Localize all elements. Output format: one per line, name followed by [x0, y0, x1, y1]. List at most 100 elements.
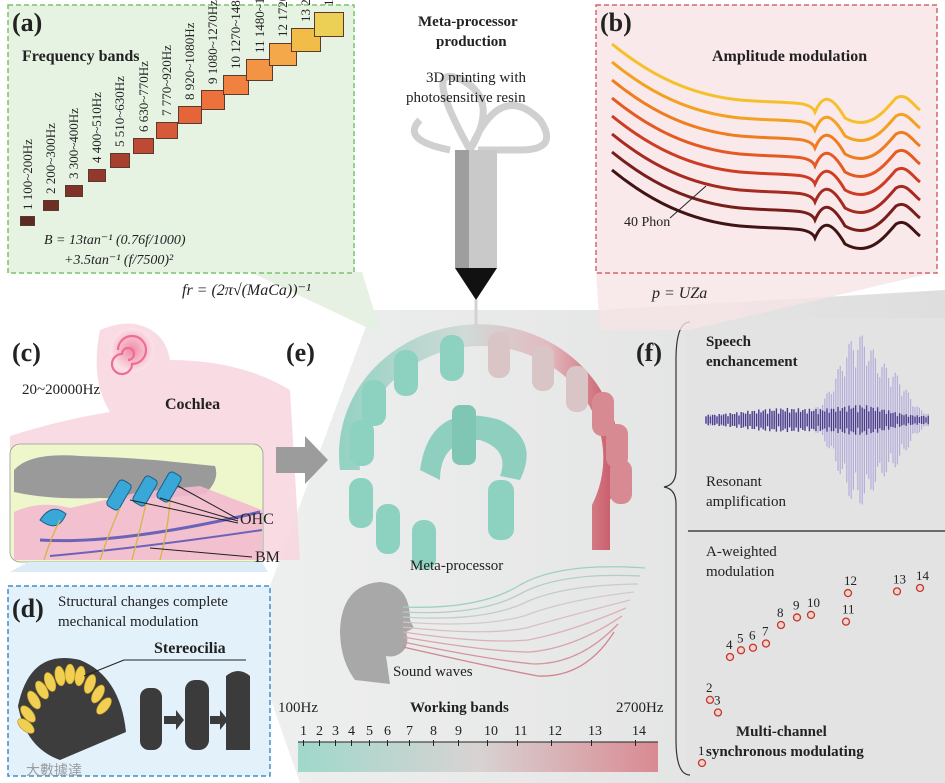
aweight-point-label-4: 4: [726, 637, 733, 652]
aweight-line2: modulation: [706, 564, 775, 580]
head-silhouette: [340, 582, 414, 684]
aweight-point-4: [725, 652, 735, 662]
band-box-2: [42, 200, 59, 212]
aweight-point-10: [806, 610, 816, 620]
panel-d-tag: (d): [12, 594, 44, 623]
amplitude-curve-3: [611, 78, 921, 160]
aweight-point-label-7: 7: [762, 624, 769, 639]
panel-e-tag: (e): [286, 338, 315, 367]
scale-max-label: 2700Hz: [616, 700, 664, 716]
bark-formula-line2: +3.5tan⁻¹ (f/7500)²: [64, 253, 174, 268]
panel-a-title: Frequency bands: [22, 48, 140, 65]
scale-tickmark-6: [387, 740, 388, 746]
aweight-point-2: [705, 695, 715, 705]
resonant-line2: amplification: [706, 494, 786, 510]
filament: [439, 72, 551, 154]
cochlea-label: Cochlea: [165, 396, 221, 413]
scale-tick-11: 11: [514, 724, 528, 739]
scale-tick-9: 9: [455, 724, 462, 739]
meta-processor-model: [338, 324, 632, 570]
scale-tickmark-14: [635, 740, 636, 746]
speech-line2: enchancement: [706, 354, 798, 370]
aweight-point-label-13: 13: [893, 571, 906, 586]
amplitude-curve-4: [611, 96, 921, 178]
scale-tickmark-1: [303, 740, 304, 746]
production-sub-line1: 3D printing with: [426, 70, 526, 86]
panel-f-bg: [686, 318, 945, 783]
aweight-point-label-12: 12: [844, 573, 857, 588]
scale-tick-12: 12: [548, 724, 562, 739]
waveform-original: [705, 405, 929, 435]
aweight-point-6: [748, 643, 758, 652]
band-box-3: [65, 184, 83, 197]
scale-tick-3: 3: [332, 724, 339, 739]
aweight-line1: A-weighted: [706, 544, 777, 560]
aweight-point-label-11: 11: [842, 602, 855, 617]
bark-formula-line1: B = 13tan⁻¹ (0.76f/1000): [44, 233, 186, 248]
band-box-1: [20, 216, 35, 226]
scale-tick-10: 10: [484, 724, 498, 739]
aweight-point-5: [736, 646, 746, 655]
resonant-frequency-formula: fr = (2π√(MaCa))⁻¹: [182, 282, 311, 299]
scale-tick-5: 5: [366, 724, 373, 739]
scale-tick-13: 13: [588, 724, 602, 739]
scale-tickmark-3: [335, 740, 336, 746]
scale-tick-14: 14: [632, 724, 646, 739]
phon-label: 40 Phon: [624, 215, 671, 230]
aweight-point-14: [915, 583, 925, 593]
panel-c-tag: (c): [12, 338, 41, 367]
aweight-point-label-6: 6: [749, 628, 756, 643]
resonant-line1: Resonant: [706, 474, 762, 490]
scale-tick-2: 2: [316, 724, 323, 739]
bm-label: BM: [255, 549, 280, 566]
band-box-5: [110, 153, 131, 168]
scale-tickmark-8: [433, 740, 434, 746]
amplitude-curve-8: [611, 168, 921, 250]
scale-tickmark-5: [369, 740, 370, 746]
sound-waves: [402, 566, 646, 677]
amplitude-curve-2: [611, 60, 921, 142]
scale-tickmark-4: [351, 740, 352, 746]
panel-b-shadow: [596, 272, 936, 330]
aweight-point-label-1: 1: [698, 743, 705, 758]
multi-line1: Multi-channel: [736, 724, 827, 740]
aweight-point-label-5: 5: [737, 630, 744, 645]
meta-processor-label: Meta-processor: [410, 558, 504, 574]
amplitude-curve-1: [611, 42, 921, 124]
band-box-4: [87, 168, 107, 183]
band-box-10: [223, 74, 250, 96]
aweight-point-label-10: 10: [807, 595, 820, 610]
panel-f-brace: [663, 321, 691, 776]
aweight-point-label-9: 9: [793, 597, 800, 612]
band-box-11: [246, 59, 273, 81]
scale-tickmark-2: [319, 740, 320, 746]
aweight-point-9: [792, 613, 802, 622]
scale-tickmark-7: [409, 740, 410, 746]
speech-line1: Speech: [706, 334, 751, 350]
aweight-point-7: [761, 639, 771, 648]
scale-tickmark-13: [591, 740, 592, 746]
production-title-line1: Meta-processor: [418, 14, 518, 30]
working-bands-bar: [298, 742, 658, 772]
aweight-point-3: [713, 708, 723, 717]
panel-d-line2: mechanical modulation: [58, 614, 199, 630]
scale-tick-1: 1: [300, 724, 307, 739]
sound-waves-label: Sound waves: [393, 664, 473, 680]
scale-tickmark-11: [517, 740, 518, 746]
scale-tick-4: 4: [348, 724, 355, 739]
pressure-formula: p = UZa: [652, 285, 708, 302]
arrow-right: [276, 436, 328, 484]
production-title-line2: production: [436, 34, 507, 50]
ohc-label: OHC: [240, 511, 274, 528]
panel-a-shadow: [250, 272, 380, 330]
production-sub-line2: photosensitive resin: [406, 90, 526, 106]
aweight-point-label-8: 8: [777, 605, 784, 620]
band-box-12: [268, 43, 297, 67]
band-box-6: [133, 137, 154, 154]
panel-b-tag: (b): [600, 8, 632, 37]
scale-min-label: 100Hz: [278, 700, 318, 716]
aweight-point-12: [843, 588, 853, 598]
